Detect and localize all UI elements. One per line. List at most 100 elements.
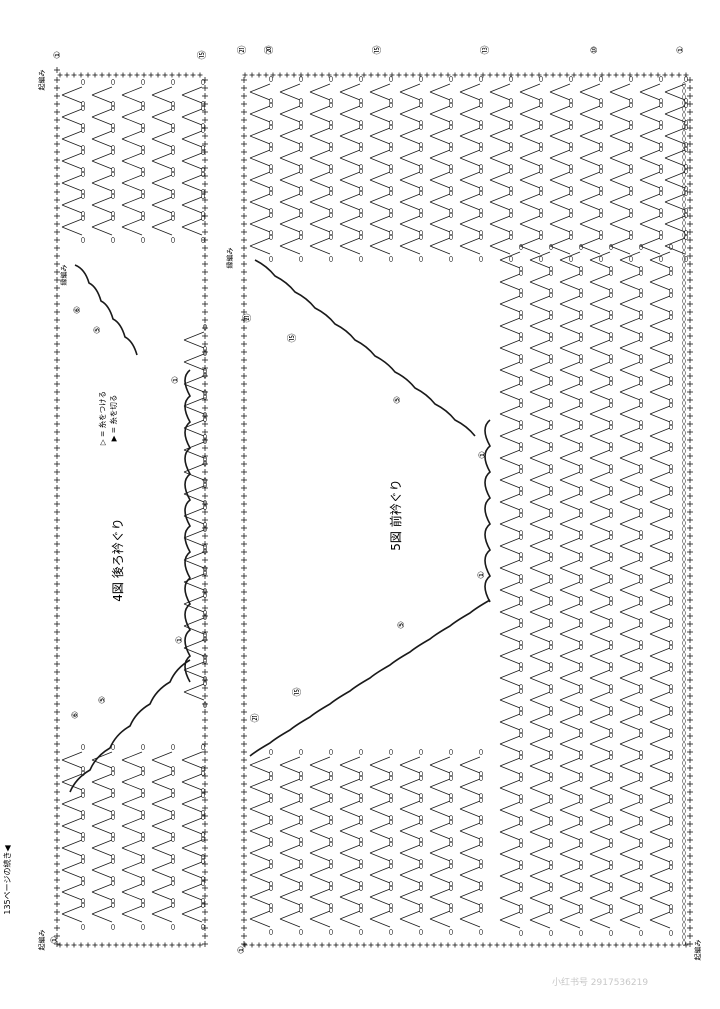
chain-stitch	[682, 760, 686, 766]
sc-stitch	[134, 72, 140, 78]
dc-cluster	[249, 859, 273, 891]
sc-stitch	[54, 781, 60, 787]
dc-cluster	[559, 860, 583, 892]
dc-cluster	[121, 145, 145, 177]
dc-cluster	[339, 793, 363, 825]
dc-cluster	[639, 76, 663, 108]
dc-cluster	[529, 354, 553, 386]
dc-cluster	[309, 76, 333, 108]
dc-cluster	[649, 772, 673, 804]
dc-cluster	[529, 508, 553, 540]
sc-stitch	[571, 942, 577, 948]
row-marker: ⑥	[71, 711, 81, 719]
sc-stitch	[54, 437, 60, 443]
sc-stitch	[54, 149, 60, 155]
sc-stitch	[403, 942, 409, 948]
dc-cluster	[429, 881, 453, 913]
dc-cluster	[559, 530, 583, 562]
sc-stitch	[687, 277, 693, 283]
dc-cluster	[499, 728, 523, 760]
dc-cluster	[499, 640, 523, 672]
sc-stitch	[319, 942, 325, 948]
dc-cluster	[399, 76, 423, 108]
dc-cluster	[61, 101, 85, 133]
sc-stitch	[54, 493, 60, 499]
sc-stitch	[202, 869, 208, 875]
chain-stitch	[682, 196, 686, 202]
sc-stitch	[183, 72, 189, 78]
sc-stitch	[375, 72, 381, 78]
fig4-neck-edge-top	[74, 264, 138, 356]
dc-cluster	[579, 230, 603, 262]
sc-stitch	[54, 109, 60, 115]
chain-stitch	[682, 232, 686, 238]
chain-stitch	[682, 634, 686, 640]
chain-stitch	[682, 922, 686, 928]
dc-cluster	[459, 120, 483, 152]
sc-stitch	[687, 453, 693, 459]
sc-stitch	[241, 189, 247, 195]
sc-stitch	[54, 613, 60, 619]
sc-stitch	[54, 573, 60, 579]
sc-stitch	[202, 77, 208, 83]
sc-stitch	[687, 405, 693, 411]
sc-stitch	[585, 942, 591, 948]
dc-cluster	[151, 744, 175, 776]
sc-stitch	[71, 72, 77, 78]
sc-stitch	[57, 72, 63, 78]
sc-stitch	[687, 661, 693, 667]
sc-stitch	[634, 942, 640, 948]
chain-stitch	[682, 226, 686, 232]
dc-cluster	[399, 230, 423, 262]
dc-cluster	[183, 654, 207, 686]
dc-cluster	[121, 810, 145, 842]
sc-stitch	[141, 942, 147, 948]
dc-cluster	[579, 76, 603, 108]
sc-stitch	[241, 501, 247, 507]
sc-stitch	[241, 293, 247, 299]
dc-cluster	[429, 837, 453, 869]
sc-stitch	[270, 72, 276, 78]
sc-stitch	[241, 789, 247, 795]
sc-stitch	[202, 541, 208, 547]
dc-cluster	[369, 186, 393, 218]
sc-stitch	[241, 645, 247, 651]
sc-stitch	[176, 942, 182, 948]
sc-stitch	[687, 861, 693, 867]
figure5-stitch-area	[241, 72, 693, 948]
dc-cluster	[183, 368, 207, 400]
sc-stitch	[687, 877, 693, 883]
dc-cluster	[579, 164, 603, 196]
sc-stitch	[202, 837, 208, 843]
sc-stitch	[54, 357, 60, 363]
dc-cluster	[649, 794, 673, 826]
sc-stitch	[687, 477, 693, 483]
sc-stitch	[382, 942, 388, 948]
dc-cluster	[649, 882, 673, 914]
dc-cluster	[529, 310, 553, 342]
dc-cluster	[589, 420, 613, 452]
sc-stitch	[202, 925, 208, 931]
dc-cluster	[559, 310, 583, 342]
sc-stitch	[687, 397, 693, 403]
sc-stitch	[687, 189, 693, 195]
sc-stitch	[687, 205, 693, 211]
dc-cluster	[181, 876, 205, 908]
sc-stitch	[396, 72, 402, 78]
dc-cluster	[519, 208, 543, 240]
dc-cluster	[499, 772, 523, 804]
sc-stitch	[417, 942, 423, 948]
sc-stitch	[494, 942, 500, 948]
chain-stitch	[682, 418, 686, 424]
sc-stitch	[54, 469, 60, 475]
figure5-mid-label: 縁編み	[225, 248, 234, 269]
dc-cluster	[559, 794, 583, 826]
sc-stitch	[571, 72, 577, 78]
sc-stitch	[202, 381, 208, 387]
sc-stitch	[202, 205, 208, 211]
dc-cluster	[619, 882, 643, 914]
chain-stitch	[682, 136, 686, 142]
sc-stitch	[202, 333, 208, 339]
dc-cluster	[559, 640, 583, 672]
dc-cluster	[121, 744, 145, 776]
